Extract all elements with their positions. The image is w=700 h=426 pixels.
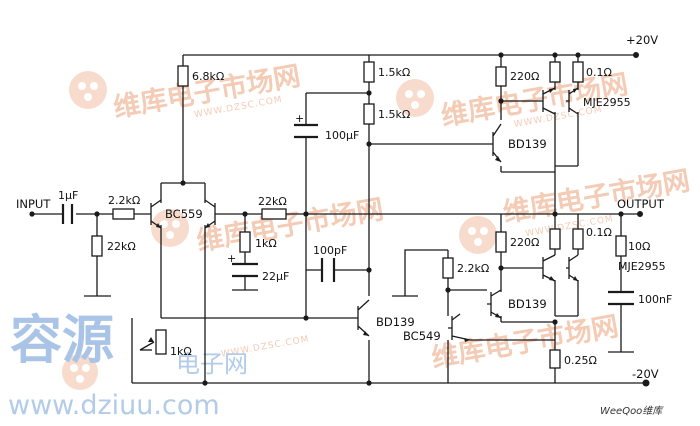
watermark-logo-1 xyxy=(69,71,107,109)
label-r-bias: 22kΩ xyxy=(107,240,136,253)
label-r-in: 2.2kΩ xyxy=(108,194,140,207)
label-r-025: 0.25Ω xyxy=(564,354,597,367)
resistor-2k2-bot xyxy=(442,257,454,279)
resistor-6k8 xyxy=(177,65,189,87)
label-r-220-bot: 220Ω xyxy=(510,236,539,249)
cap-22uf xyxy=(232,262,258,278)
transistors xyxy=(148,87,579,341)
transistor-bc549 xyxy=(448,313,471,341)
resistor-22k-fb xyxy=(261,208,287,220)
cap-1uf xyxy=(61,204,74,224)
trimmer-1k xyxy=(155,329,167,355)
output-terminal xyxy=(637,211,643,217)
resistor-0r1-top-a xyxy=(549,61,561,83)
label-r-bs1: 1.5kΩ xyxy=(378,66,410,79)
label-q-drv-top: BD139 xyxy=(508,137,547,151)
label-output: OUTPUT xyxy=(617,197,665,211)
cap-100pf xyxy=(320,258,336,282)
capacitors xyxy=(61,123,634,306)
label-r-220-top: 220Ω xyxy=(510,70,539,83)
resistor-0r1-bot-a xyxy=(549,228,561,250)
label-r-22k-bot: 2.2kΩ xyxy=(457,262,489,275)
corner-logo: WeeQoo维库 xyxy=(596,398,700,426)
resistor-0r1-top-b xyxy=(572,61,584,83)
resistors xyxy=(91,61,627,369)
label-r-trim: 1kΩ xyxy=(170,345,192,358)
label-r-fb-gnd: 1kΩ xyxy=(255,237,277,250)
transistor-bc559-right xyxy=(204,199,218,229)
resistor-1k5-b xyxy=(363,103,375,125)
label-r-bs2: 1.5kΩ xyxy=(378,108,410,121)
label-r-01-bot: 0.1Ω xyxy=(586,226,612,239)
resistor-2k2-in xyxy=(112,208,135,220)
vneg-terminal xyxy=(642,379,650,387)
junction-dots xyxy=(29,52,650,387)
label-c-bs: 100µF xyxy=(325,129,359,142)
label-r-zobel: 10Ω xyxy=(628,240,650,253)
label-q-vbe: BC549 xyxy=(403,329,441,343)
transistor-bd139-vas xyxy=(353,299,370,337)
label-c-in: 1µF xyxy=(58,189,78,202)
label-q-vas: BD139 xyxy=(376,315,415,329)
resistor-1k5-a xyxy=(363,61,375,83)
resistor-1k-fb xyxy=(239,231,251,253)
watermark-logo-2 xyxy=(396,79,434,117)
label-c-comp: 100pF xyxy=(313,244,347,257)
transistor-bd139-bot xyxy=(487,289,502,319)
label-q1: BC559 xyxy=(165,207,203,221)
watermark-logo-4 xyxy=(459,216,497,254)
watermark-big-cn2: 电子网 xyxy=(176,350,248,378)
resistor-10r-zobel xyxy=(615,235,627,257)
watermark-big-cn: 容源 xyxy=(10,311,114,371)
resistor-220-bot xyxy=(495,231,507,253)
resistor-22k-bias xyxy=(91,235,103,257)
resistor-0r1-bot-b xyxy=(572,228,584,250)
watermark-logo-5 xyxy=(62,354,98,390)
label-q-out-top: MJE2955 xyxy=(583,96,631,109)
label-input: INPUT xyxy=(16,197,51,211)
label-r-tail: 6.8kΩ xyxy=(192,70,224,83)
cap-100nf xyxy=(608,290,634,306)
resistor-220-top xyxy=(495,66,507,87)
cap-22uf-plus: + xyxy=(227,252,236,265)
transistor-bc559-left xyxy=(148,199,162,229)
cap-100uf-plus: + xyxy=(295,112,304,125)
transistor-bd139-top xyxy=(490,123,502,163)
label-vneg: -20V xyxy=(632,367,659,381)
label-r-fb: 22kΩ xyxy=(258,195,287,208)
component-labels: INPUT OUTPUT +20V -20V 1µF 2.2kΩ 22kΩ BC… xyxy=(16,33,672,381)
watermark-text-3: 维库电子市场网 xyxy=(194,193,386,257)
transistor-mje2955-bot-b xyxy=(566,254,579,282)
label-r-01-top: 0.1Ω xyxy=(586,66,612,79)
resistor-0r25 xyxy=(549,349,561,369)
transistor-mje2955-top-b xyxy=(566,87,579,115)
label-q-drv-bot: BD139 xyxy=(508,297,547,311)
label-q-out-bot: MJE2955 xyxy=(618,260,666,273)
cap-100uf xyxy=(294,123,318,139)
corner-logo-text: WeeQoo维库 xyxy=(600,405,664,417)
transistor-mje2955-bot-a xyxy=(540,254,556,282)
vpos-terminal xyxy=(633,52,639,58)
transistor-mje2955-top-a xyxy=(540,87,556,115)
label-vpos: +20V xyxy=(626,33,658,47)
label-c-zobel: 100nF xyxy=(638,293,672,306)
watermark-big-url: www.dziuu.com xyxy=(8,390,220,421)
label-c-fb: 22µF xyxy=(262,270,289,283)
